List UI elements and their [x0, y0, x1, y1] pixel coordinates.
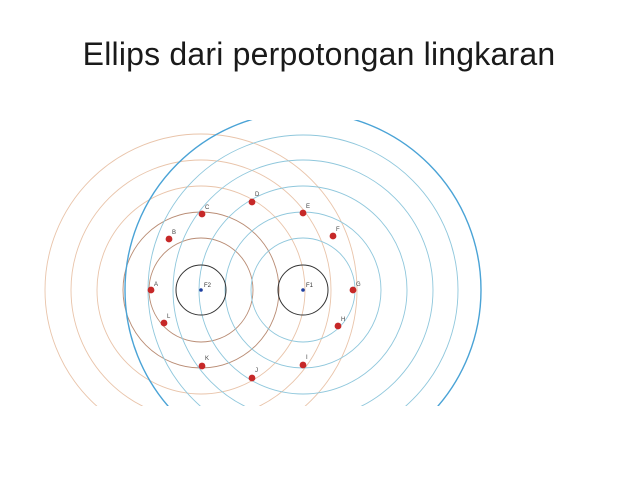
- ellipse-point-i: [299, 361, 307, 369]
- f1-focus-point: [301, 288, 305, 292]
- ellipse-point-h: [334, 322, 342, 330]
- ellipse-point-k: [198, 362, 206, 370]
- f2-concentric-circle: [44, 133, 358, 406]
- ellipse-point-label-i: I: [306, 355, 308, 361]
- ellipse-point-e: [299, 209, 307, 217]
- f2-focus-point: [199, 288, 203, 292]
- slide-title: Ellips dari perpotongan lingkaran: [82, 36, 556, 72]
- ellipse-point-label-j: J: [255, 368, 258, 374]
- ellipse-point-label-b: B: [172, 230, 176, 236]
- ellipse-point-d: [248, 198, 256, 206]
- ellipse-point-g: [349, 286, 357, 294]
- f2-focus-label: F2: [204, 283, 212, 289]
- ellipse-points-group: A B C D E F G H I J K L: [147, 192, 361, 382]
- concentric-circles-group: [44, 120, 482, 406]
- ellipse-point-j: [248, 374, 256, 382]
- ellipse-point-label-a: A: [154, 282, 158, 288]
- ellipse-point-l: [160, 319, 168, 327]
- ellipse-point-label-h: H: [341, 317, 345, 323]
- f2-focus-circle: [175, 264, 227, 316]
- ellipse-point-b: [165, 235, 173, 243]
- ellipse-point-c: [198, 210, 206, 218]
- ellipse-point-label-g: G: [356, 282, 361, 288]
- ellipse-point-label-e: E: [306, 204, 310, 210]
- ellipse-point-a: [147, 286, 155, 294]
- ellipse-point-label-f: F: [336, 227, 340, 233]
- ellipse-point-label-k: K: [205, 356, 209, 362]
- f1-outer-circle: [124, 120, 482, 406]
- f2-concentric-circle: [96, 185, 306, 395]
- f1-focus-label: F1: [306, 283, 314, 289]
- f1-concentric-circle: [198, 185, 408, 395]
- ellipse-point-label-c: C: [205, 205, 210, 211]
- foci-group: F1 F2: [175, 264, 329, 316]
- f2-concentric-circle: [70, 159, 332, 406]
- ellipse-point-f: [329, 232, 337, 240]
- f1-concentric-circle: [172, 159, 434, 406]
- f1-focus-circle: [277, 264, 329, 316]
- ellipse-point-label-l: L: [167, 314, 171, 320]
- ellipse-point-label-d: D: [255, 192, 260, 198]
